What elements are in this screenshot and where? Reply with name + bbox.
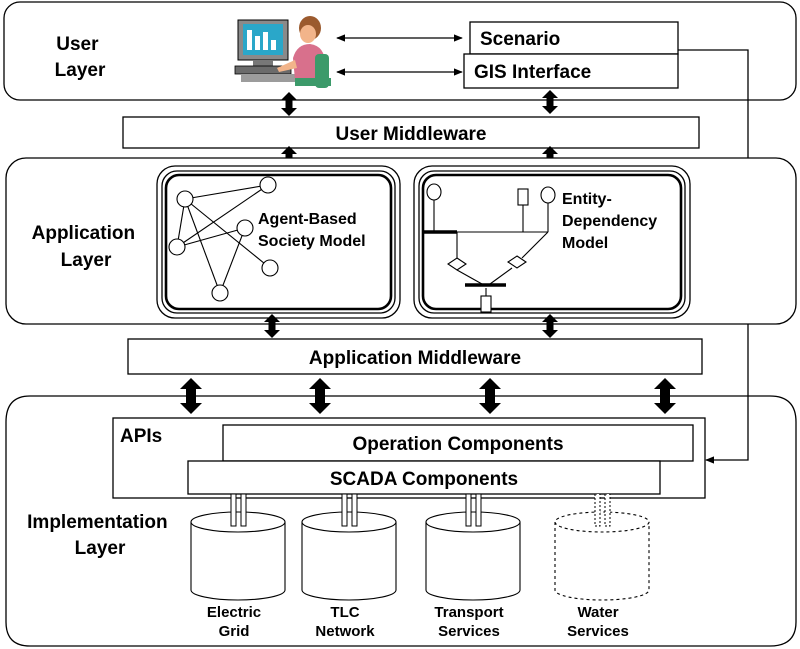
- person-at-computer-icon: [234, 16, 331, 88]
- electric-grid-database[interactable]: [190, 493, 286, 601]
- operation-components-label: Operation Components: [352, 434, 563, 455]
- application-middleware-label: Application Middleware: [309, 348, 521, 369]
- user-middleware-box: [122, 116, 700, 149]
- scada-components-box: [187, 460, 661, 495]
- agent-nodes: [168, 176, 279, 302]
- gis-interface-label: GIS Interface: [474, 62, 591, 83]
- application-layer-label: Application Layer: [32, 223, 141, 271]
- apis-label: APIs: [120, 426, 162, 447]
- water-services-connector: [594, 493, 611, 527]
- gis-interface-box[interactable]: [463, 53, 679, 89]
- user-middleware-label: User Middleware: [336, 124, 487, 145]
- entity-dependency-model-label: Entity- Dependency Model: [562, 191, 662, 252]
- implementation-layer-panel: [5, 395, 797, 647]
- tlc-network-database[interactable]: [301, 493, 397, 601]
- transport-services-database[interactable]: [425, 493, 521, 601]
- operation-components-box: [222, 424, 694, 462]
- application-middleware-box: [127, 338, 703, 375]
- electric-grid-connector: [230, 493, 247, 527]
- agent-based-model-label: Agent-Based Society Model: [258, 211, 366, 250]
- water-services-database[interactable]: [554, 493, 650, 601]
- entity-nodes: [424, 183, 556, 313]
- agent-based-society-model[interactable]: Agent-Based Society Model: [156, 165, 401, 319]
- scada-components-label: SCADA Components: [330, 469, 518, 490]
- scenario-label: Scenario: [480, 29, 560, 50]
- user-layer-label: User Layer: [55, 34, 106, 81]
- entity-graph: [433, 199, 549, 296]
- transport-services-connector: [465, 493, 482, 527]
- entity-dependency-model[interactable]: Entity- Dependency Model: [413, 165, 691, 319]
- implementation-layer-label: Implementation Layer: [27, 512, 173, 559]
- tlc-network-connector: [341, 493, 358, 527]
